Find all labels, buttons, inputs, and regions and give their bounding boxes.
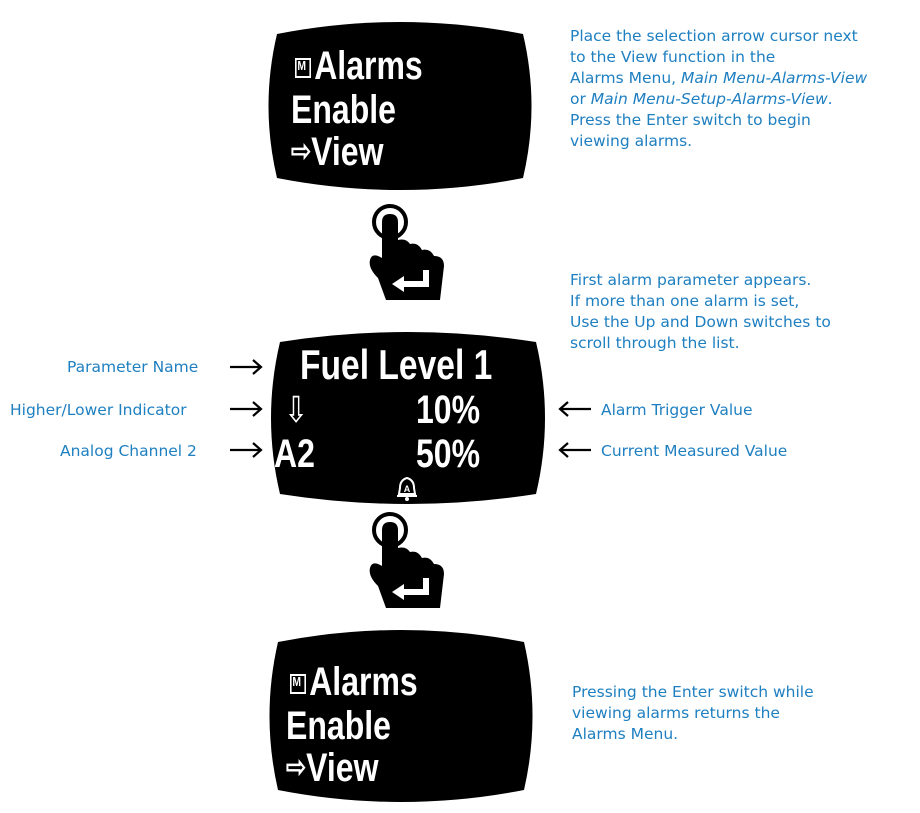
right-arrow-icon [230, 359, 263, 375]
screen-bezel [268, 22, 532, 190]
menu-item-view-label: View [306, 746, 379, 790]
menu-item-enable[interactable]: Enable [291, 88, 396, 132]
menu-title-row: Alarms [290, 662, 418, 702]
label-current-measured-value: Current Measured Value [601, 442, 788, 460]
analog-channel: A2 [274, 432, 315, 476]
label-analog-channel: Analog Channel 2 [60, 442, 197, 460]
note2-line2: If more than one alarm is set, [570, 292, 800, 310]
display-screen-alarm-parameter: Fuel Level 1 ⇩ 10% A2 50% A [258, 328, 558, 508]
label-alarm-trigger-value: Alarm Trigger Value [601, 401, 753, 419]
note1-line3-italic: Main Menu-Alarms-View [681, 69, 868, 87]
left-arrow-icon [558, 442, 591, 458]
note1-line6: viewing alarms. [570, 132, 693, 150]
menu-title-row: Alarms [295, 46, 423, 86]
label-parameter-name: Parameter Name [67, 358, 199, 376]
parameter-name: Fuel Level 1 [300, 341, 493, 388]
enter-press-hand-icon [368, 200, 448, 310]
menu-title: Alarms [314, 44, 423, 88]
note3-line3: Alarms Menu. [572, 725, 679, 743]
note1-line4-italic: Main Menu-Setup-Alarms-View [590, 90, 828, 108]
note1-line2: to the View function in the [570, 48, 776, 66]
cursor-arrow-icon: ⇨ [291, 135, 312, 168]
note3-line2: viewing alarms returns the [572, 704, 780, 722]
left-arrow-icon [558, 401, 591, 417]
alarm-trigger-value: 10% [416, 388, 481, 432]
higher-lower-indicator-icon: ⇩ [284, 389, 309, 430]
menu-m-icon [290, 674, 306, 695]
right-arrow-icon [230, 442, 263, 458]
note1-line4: or Main Menu-Setup-Alarms-View. [570, 89, 915, 110]
menu-item-enable[interactable]: Enable [286, 704, 391, 748]
note1-line3-prefix: Alarms Menu, [570, 69, 682, 87]
note2-line1: First alarm parameter appears. [570, 271, 812, 289]
menu-m-icon [295, 58, 311, 79]
display-screen-alarms-menu-top: Alarms Enable ⇨View [255, 16, 545, 196]
bell-alarm-icon: A [397, 476, 417, 501]
enter-press-hand-icon [368, 508, 448, 618]
label-higher-lower-indicator: Higher/Lower Indicator [10, 401, 187, 419]
display-screen-alarms-menu-bottom: Alarms Enable ⇨View [256, 624, 546, 808]
menu-title: Alarms [309, 660, 418, 704]
right-arrow-icon [230, 401, 263, 417]
note1-line5: Press the Enter switch to begin [570, 111, 811, 129]
instruction-note-1: Place the selection arrow cursor next to… [570, 26, 915, 152]
svg-text:A: A [404, 484, 411, 494]
note2-line3: Use the Up and Down switches to [570, 313, 831, 331]
note1-line3: Alarms Menu, Main Menu-Alarms-View [570, 68, 915, 89]
note1-line1: Place the selection arrow cursor next [570, 27, 858, 45]
menu-item-view-label: View [311, 130, 384, 174]
screen-bezel [271, 332, 545, 504]
note1-line4-suffix: . [827, 90, 833, 108]
cursor-arrow-icon: ⇨ [286, 751, 307, 784]
instruction-note-3: Pressing the Enter switch while viewing … [572, 682, 912, 745]
note3-line1: Pressing the Enter switch while [572, 683, 814, 701]
menu-item-view[interactable]: ⇨View [286, 748, 378, 788]
instruction-note-2: First alarm parameter appears. If more t… [570, 270, 915, 354]
note1-line4-prefix: or [570, 90, 591, 108]
note2-line4: scroll through the list. [570, 334, 740, 352]
current-measured-value: 50% [416, 432, 481, 476]
menu-item-view[interactable]: ⇨View [291, 132, 383, 172]
screen-bezel [269, 630, 533, 802]
